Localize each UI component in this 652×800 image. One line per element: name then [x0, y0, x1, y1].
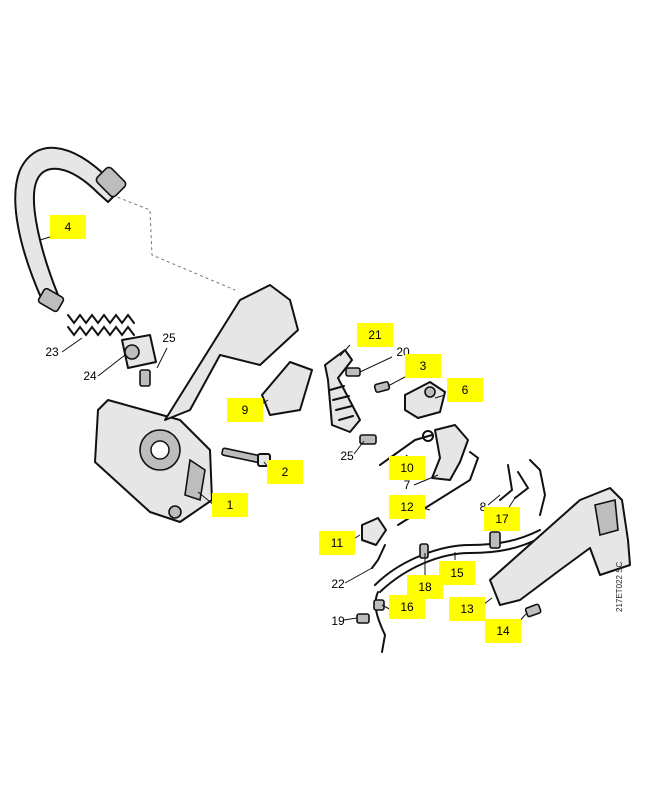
part-handlebar — [14, 146, 127, 313]
callout-number: 13 — [460, 602, 474, 616]
callout-highlight — [357, 323, 393, 347]
callout-c4: 4 — [50, 215, 86, 239]
callout-highlight — [439, 561, 475, 585]
callout-c23: 23 — [45, 345, 59, 359]
callout-number: 3 — [420, 359, 427, 373]
callout-c8: 8 — [480, 500, 487, 514]
callout-c24: 24 — [83, 369, 97, 383]
callout-c11: 11 — [319, 531, 355, 555]
callout-number: 21 — [368, 328, 382, 342]
part-housing — [94, 284, 299, 523]
callout-highlight — [319, 531, 355, 555]
callout-highlight — [389, 595, 425, 619]
callout-highlight — [227, 398, 263, 422]
callout-highlight — [389, 456, 425, 480]
callout-highlight — [212, 493, 248, 517]
callout-number: 9 — [242, 403, 249, 417]
part-screw-20 — [345, 367, 361, 377]
callout-c13: 13 — [449, 597, 485, 621]
part-screw-3 — [373, 380, 391, 394]
callout-number: 6 — [462, 383, 469, 397]
callout-c19: 19 — [331, 614, 345, 628]
callout-highlight — [447, 378, 483, 402]
part-connector-cable — [373, 591, 387, 653]
part-screw-upper — [139, 369, 151, 387]
callout-number: 2 — [282, 465, 289, 479]
part-throttle-rod — [397, 451, 480, 526]
callout-c2: 2 — [267, 460, 303, 484]
part-screw-14 — [524, 603, 542, 618]
callout-highlight — [484, 507, 520, 531]
part-screw-19 — [356, 613, 370, 624]
callout-number: 7 — [404, 478, 411, 492]
callout-number: 25 — [340, 449, 354, 463]
callout-c10: 10 — [389, 456, 425, 480]
alignment-dashed-line — [111, 194, 236, 291]
callout-c12: 12 — [389, 495, 425, 519]
drawing-code: 217ET022 SC — [615, 561, 624, 612]
part-bellows — [324, 349, 361, 433]
callout-number: 24 — [83, 369, 97, 383]
callout-number: 1 — [227, 498, 234, 512]
callout-highlight — [449, 597, 485, 621]
callout-c3: 3 — [405, 354, 441, 378]
callout-c1: 1 — [212, 493, 248, 517]
callout-number: 8 — [480, 500, 487, 514]
callout-number: 23 — [45, 345, 59, 359]
callout-c6: 6 — [447, 378, 483, 402]
callout-number: 11 — [331, 536, 344, 550]
callout-c15: 15 — [439, 561, 475, 585]
part-bracket — [121, 334, 157, 369]
part-clip — [361, 517, 387, 546]
callout-number: 16 — [400, 600, 414, 614]
part-torsion-spring — [379, 430, 434, 466]
part-contact-spring — [499, 459, 547, 516]
callout-number: 10 — [400, 461, 414, 475]
callout-number: 18 — [418, 580, 432, 594]
callout-number: 17 — [495, 512, 509, 526]
callout-number: 4 — [65, 220, 72, 234]
part-switch — [404, 381, 446, 419]
callout-c25b: 25 — [340, 449, 354, 463]
callout-c16: 16 — [389, 595, 425, 619]
callout-highlight — [405, 354, 441, 378]
callout-c9: 9 — [227, 398, 263, 422]
callout-number: 19 — [331, 614, 345, 628]
callout-highlight — [50, 215, 86, 239]
callout-c25a: 25 — [162, 331, 176, 345]
part-wire-22 — [371, 544, 386, 569]
callout-number: 12 — [400, 500, 414, 514]
callout-number: 15 — [450, 566, 464, 580]
callout-c21: 21 — [357, 323, 393, 347]
part-cover-plate — [261, 361, 313, 416]
callout-number: 14 — [496, 624, 510, 638]
callout-highlight — [485, 619, 521, 643]
part-trigger — [431, 424, 469, 481]
callout-number: 22 — [331, 577, 345, 591]
part-spring — [67, 313, 135, 337]
part-bolt — [221, 447, 271, 467]
part-rear-handle — [489, 487, 631, 606]
part-cable-harness — [374, 529, 541, 593]
callout-c14: 14 — [485, 619, 521, 643]
callout-number: 25 — [162, 331, 176, 345]
callout-highlight — [267, 460, 303, 484]
callout-c17: 17 — [484, 507, 520, 531]
callout-highlight — [389, 495, 425, 519]
callout-c22: 22 — [331, 577, 345, 591]
callout-c7: 7 — [404, 478, 411, 492]
